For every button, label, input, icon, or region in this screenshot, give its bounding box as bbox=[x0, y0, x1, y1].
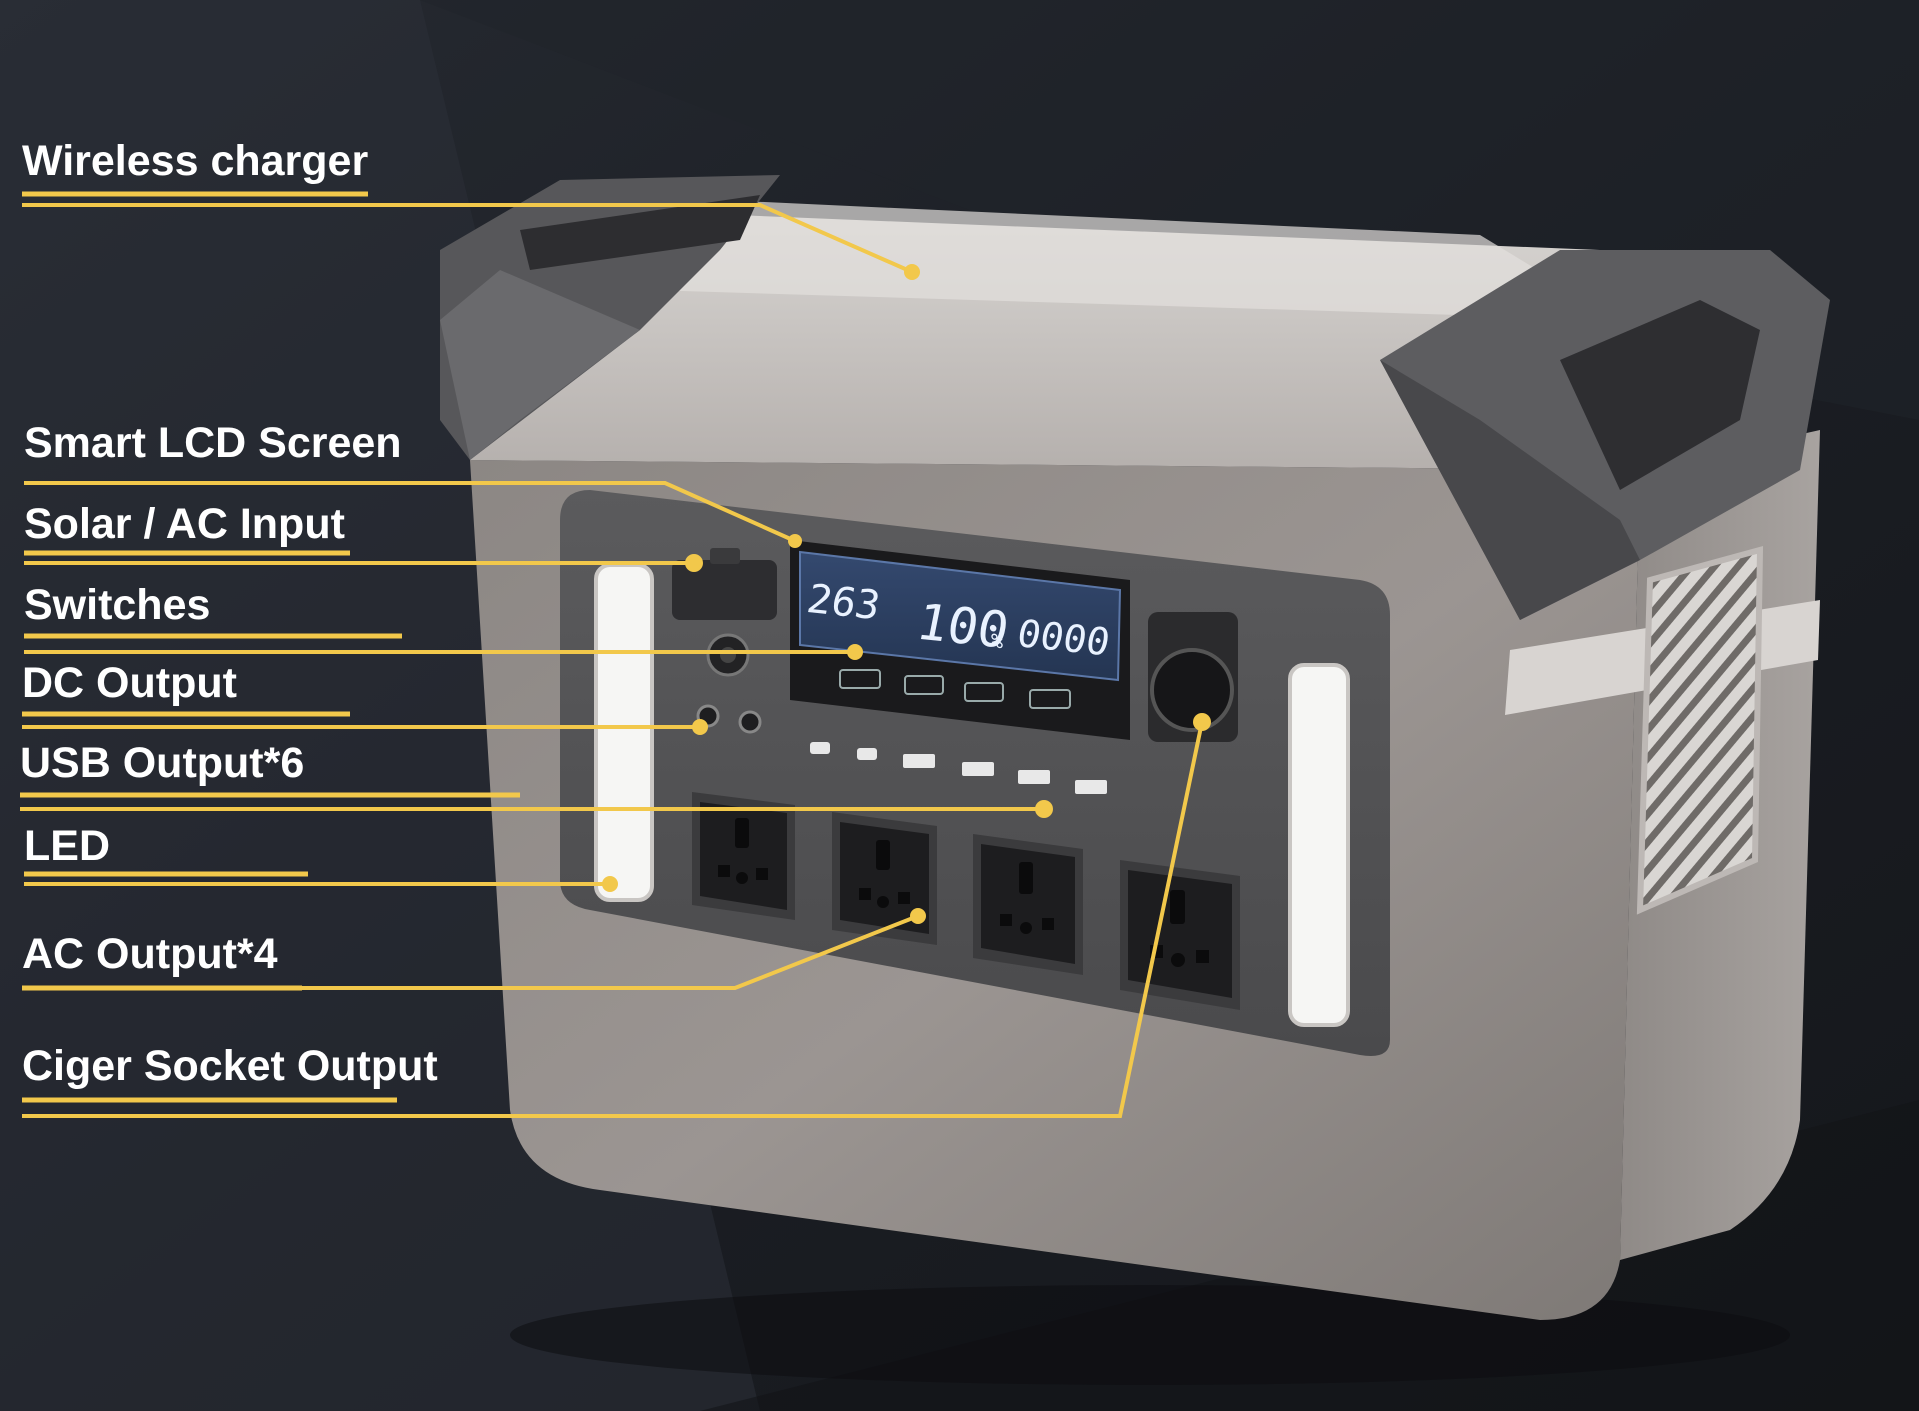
usb-a-port bbox=[1075, 780, 1107, 794]
callout-label-ciger-socket-output: Ciger Socket Output bbox=[22, 1042, 438, 1090]
callout-wireless-charger: Wireless charger bbox=[22, 137, 920, 280]
usb-port-row bbox=[810, 742, 1107, 794]
led-bar-left bbox=[594, 563, 654, 902]
lcd-left-value: 263 bbox=[808, 576, 880, 629]
ac-outlet bbox=[973, 834, 1083, 975]
callout-label-wireless-charger: Wireless charger bbox=[22, 137, 368, 185]
right-handle-grip bbox=[1560, 300, 1760, 490]
callout-label-switches: Switches bbox=[24, 581, 210, 629]
callout-label-usb-output: USB Output*6 bbox=[20, 739, 304, 787]
usb-c-port bbox=[857, 748, 877, 760]
callout-leader-line bbox=[22, 203, 913, 274]
left-handle-grip bbox=[520, 195, 760, 270]
lcd-right-value: 0000 bbox=[1018, 611, 1109, 664]
indicator-icon bbox=[1029, 689, 1071, 709]
callout-led: LED bbox=[24, 822, 618, 892]
side-vent bbox=[1636, 546, 1764, 915]
callout-leader-line bbox=[22, 721, 1204, 1118]
callout-label-led: LED bbox=[24, 822, 110, 870]
ac-outlet bbox=[1120, 860, 1240, 1010]
callout-dot bbox=[904, 264, 920, 280]
dc-port-2 bbox=[738, 710, 762, 734]
callout-dc-output: DC Output bbox=[22, 659, 708, 735]
wireless-charging-pad-highlight bbox=[650, 200, 1620, 320]
usb-a-port bbox=[1018, 770, 1050, 784]
lcd-center-unit: % bbox=[991, 628, 1003, 653]
lcd-readout: 263 100 % 0000 bbox=[808, 576, 1109, 665]
usb-a-port bbox=[962, 762, 994, 776]
ac-outlet bbox=[692, 792, 795, 920]
usb-a-port bbox=[903, 754, 935, 768]
indicator-icon bbox=[964, 682, 1004, 702]
callout-ciger-socket-output: Ciger Socket Output bbox=[22, 713, 1211, 1118]
callout-dot bbox=[788, 534, 802, 548]
solar-ac-input-port bbox=[672, 560, 777, 620]
indicator-icon bbox=[839, 669, 881, 689]
callout-dot bbox=[685, 554, 703, 572]
main-switch-center bbox=[720, 647, 736, 663]
callout-switches: Switches bbox=[24, 581, 863, 660]
callout-ac-output: AC Output*4 bbox=[22, 908, 926, 991]
lcd-center-value: 100 bbox=[918, 592, 1008, 660]
callout-label-ac-output: AC Output*4 bbox=[22, 930, 278, 978]
callout-solar-ac-input: Solar / AC Input bbox=[24, 500, 703, 572]
ac-outlet-row bbox=[692, 792, 1240, 1010]
left-handle-facet bbox=[440, 270, 640, 460]
callouts: Wireless charger Smart LCD Screen Solar … bbox=[20, 137, 1211, 1118]
callout-smart-lcd-screen: Smart LCD Screen bbox=[24, 419, 802, 548]
callout-dot bbox=[602, 876, 618, 892]
callout-leader-line bbox=[22, 914, 919, 990]
power-station: 263 100 % 0000 bbox=[440, 175, 1830, 1385]
ciger-socket bbox=[1150, 648, 1234, 732]
lcd-screen bbox=[799, 550, 1122, 682]
led-bar-right bbox=[1288, 663, 1350, 1027]
usb-c-port bbox=[810, 742, 830, 754]
right-handle-facet bbox=[1380, 360, 1640, 620]
callout-label-smart-lcd-screen: Smart LCD Screen bbox=[24, 419, 402, 467]
callout-dot bbox=[847, 644, 863, 660]
input-port-cap bbox=[710, 548, 740, 564]
lcd-indicator-row bbox=[839, 669, 1071, 709]
callout-label-solar-ac-input: Solar / AC Input bbox=[24, 500, 345, 548]
ac-outlet bbox=[832, 812, 937, 945]
callout-leader-line bbox=[24, 481, 796, 543]
indicator-icon bbox=[904, 675, 944, 695]
callout-dot bbox=[692, 719, 708, 735]
callout-dot bbox=[910, 908, 926, 924]
callout-dot bbox=[1035, 800, 1053, 818]
callout-dot bbox=[1193, 713, 1211, 731]
callout-usb-output: USB Output*6 bbox=[20, 739, 1053, 818]
callout-label-dc-output: DC Output bbox=[22, 659, 237, 707]
